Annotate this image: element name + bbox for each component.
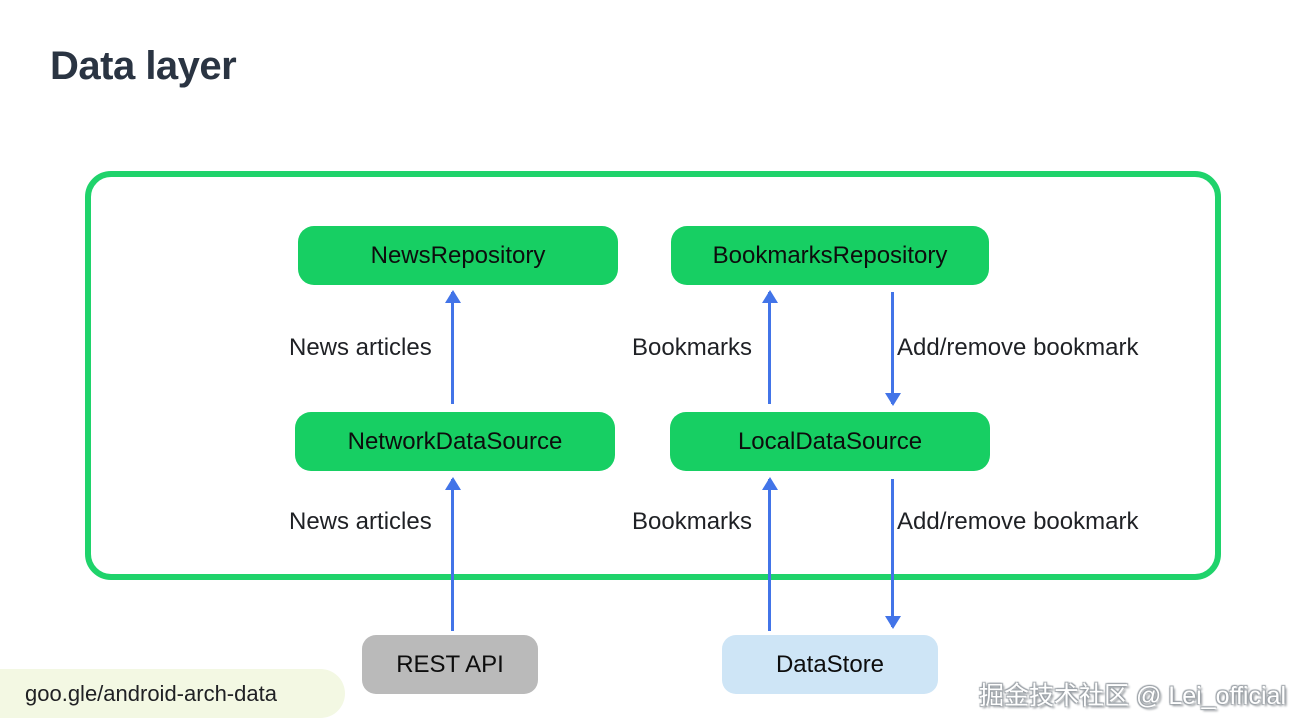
arrow-localdatasource-to-bookmarksrepository-icon bbox=[768, 292, 771, 404]
node-rest-api-label: REST API bbox=[396, 650, 504, 678]
arrow-restapi-to-networkdatasource-icon bbox=[451, 479, 454, 631]
node-bookmarks-repository: BookmarksRepository bbox=[671, 226, 989, 285]
edge-label-add-remove-bookmark-top: Add/remove bookmark bbox=[897, 334, 1139, 361]
node-network-data-source: NetworkDataSource bbox=[295, 412, 615, 471]
edge-label-news-articles-top: News articles bbox=[289, 334, 432, 361]
node-bookmarks-repository-label: BookmarksRepository bbox=[712, 241, 948, 269]
node-data-store-label: DataStore bbox=[775, 650, 885, 678]
node-rest-api: REST API bbox=[362, 635, 538, 694]
edge-label-news-articles-bottom: News articles bbox=[289, 508, 432, 535]
edge-label-add-remove-bookmark-bottom: Add/remove bookmark bbox=[897, 508, 1139, 535]
edge-label-bookmarks-bottom: Bookmarks bbox=[632, 508, 753, 535]
node-local-data-source-label: LocalDataSource bbox=[737, 427, 923, 455]
page-title: Data layer bbox=[50, 44, 237, 88]
arrow-bookmarksrepository-to-localdatasource-icon bbox=[891, 292, 894, 404]
watermark-text: 掘金技术社区 @ Lei_official bbox=[979, 682, 1286, 710]
node-local-data-source: LocalDataSource bbox=[670, 412, 990, 471]
resource-link-pill: goo.gle/android-arch-data bbox=[0, 669, 345, 718]
node-news-repository-label: NewsRepository bbox=[370, 241, 546, 269]
resource-link-text: goo.gle/android-arch-data bbox=[25, 680, 277, 706]
arrow-networkdatasource-to-newsrepository-icon bbox=[451, 292, 454, 404]
data-layer-boundary-frame bbox=[85, 171, 1221, 580]
node-news-repository: NewsRepository bbox=[298, 226, 618, 285]
arrow-datastore-to-localdatasource-icon bbox=[768, 479, 771, 631]
arrow-localdatasource-to-datastore-icon bbox=[891, 479, 894, 627]
edge-label-bookmarks-top: Bookmarks bbox=[632, 334, 753, 361]
node-data-store: DataStore bbox=[722, 635, 938, 694]
node-network-data-source-label: NetworkDataSource bbox=[347, 427, 563, 455]
